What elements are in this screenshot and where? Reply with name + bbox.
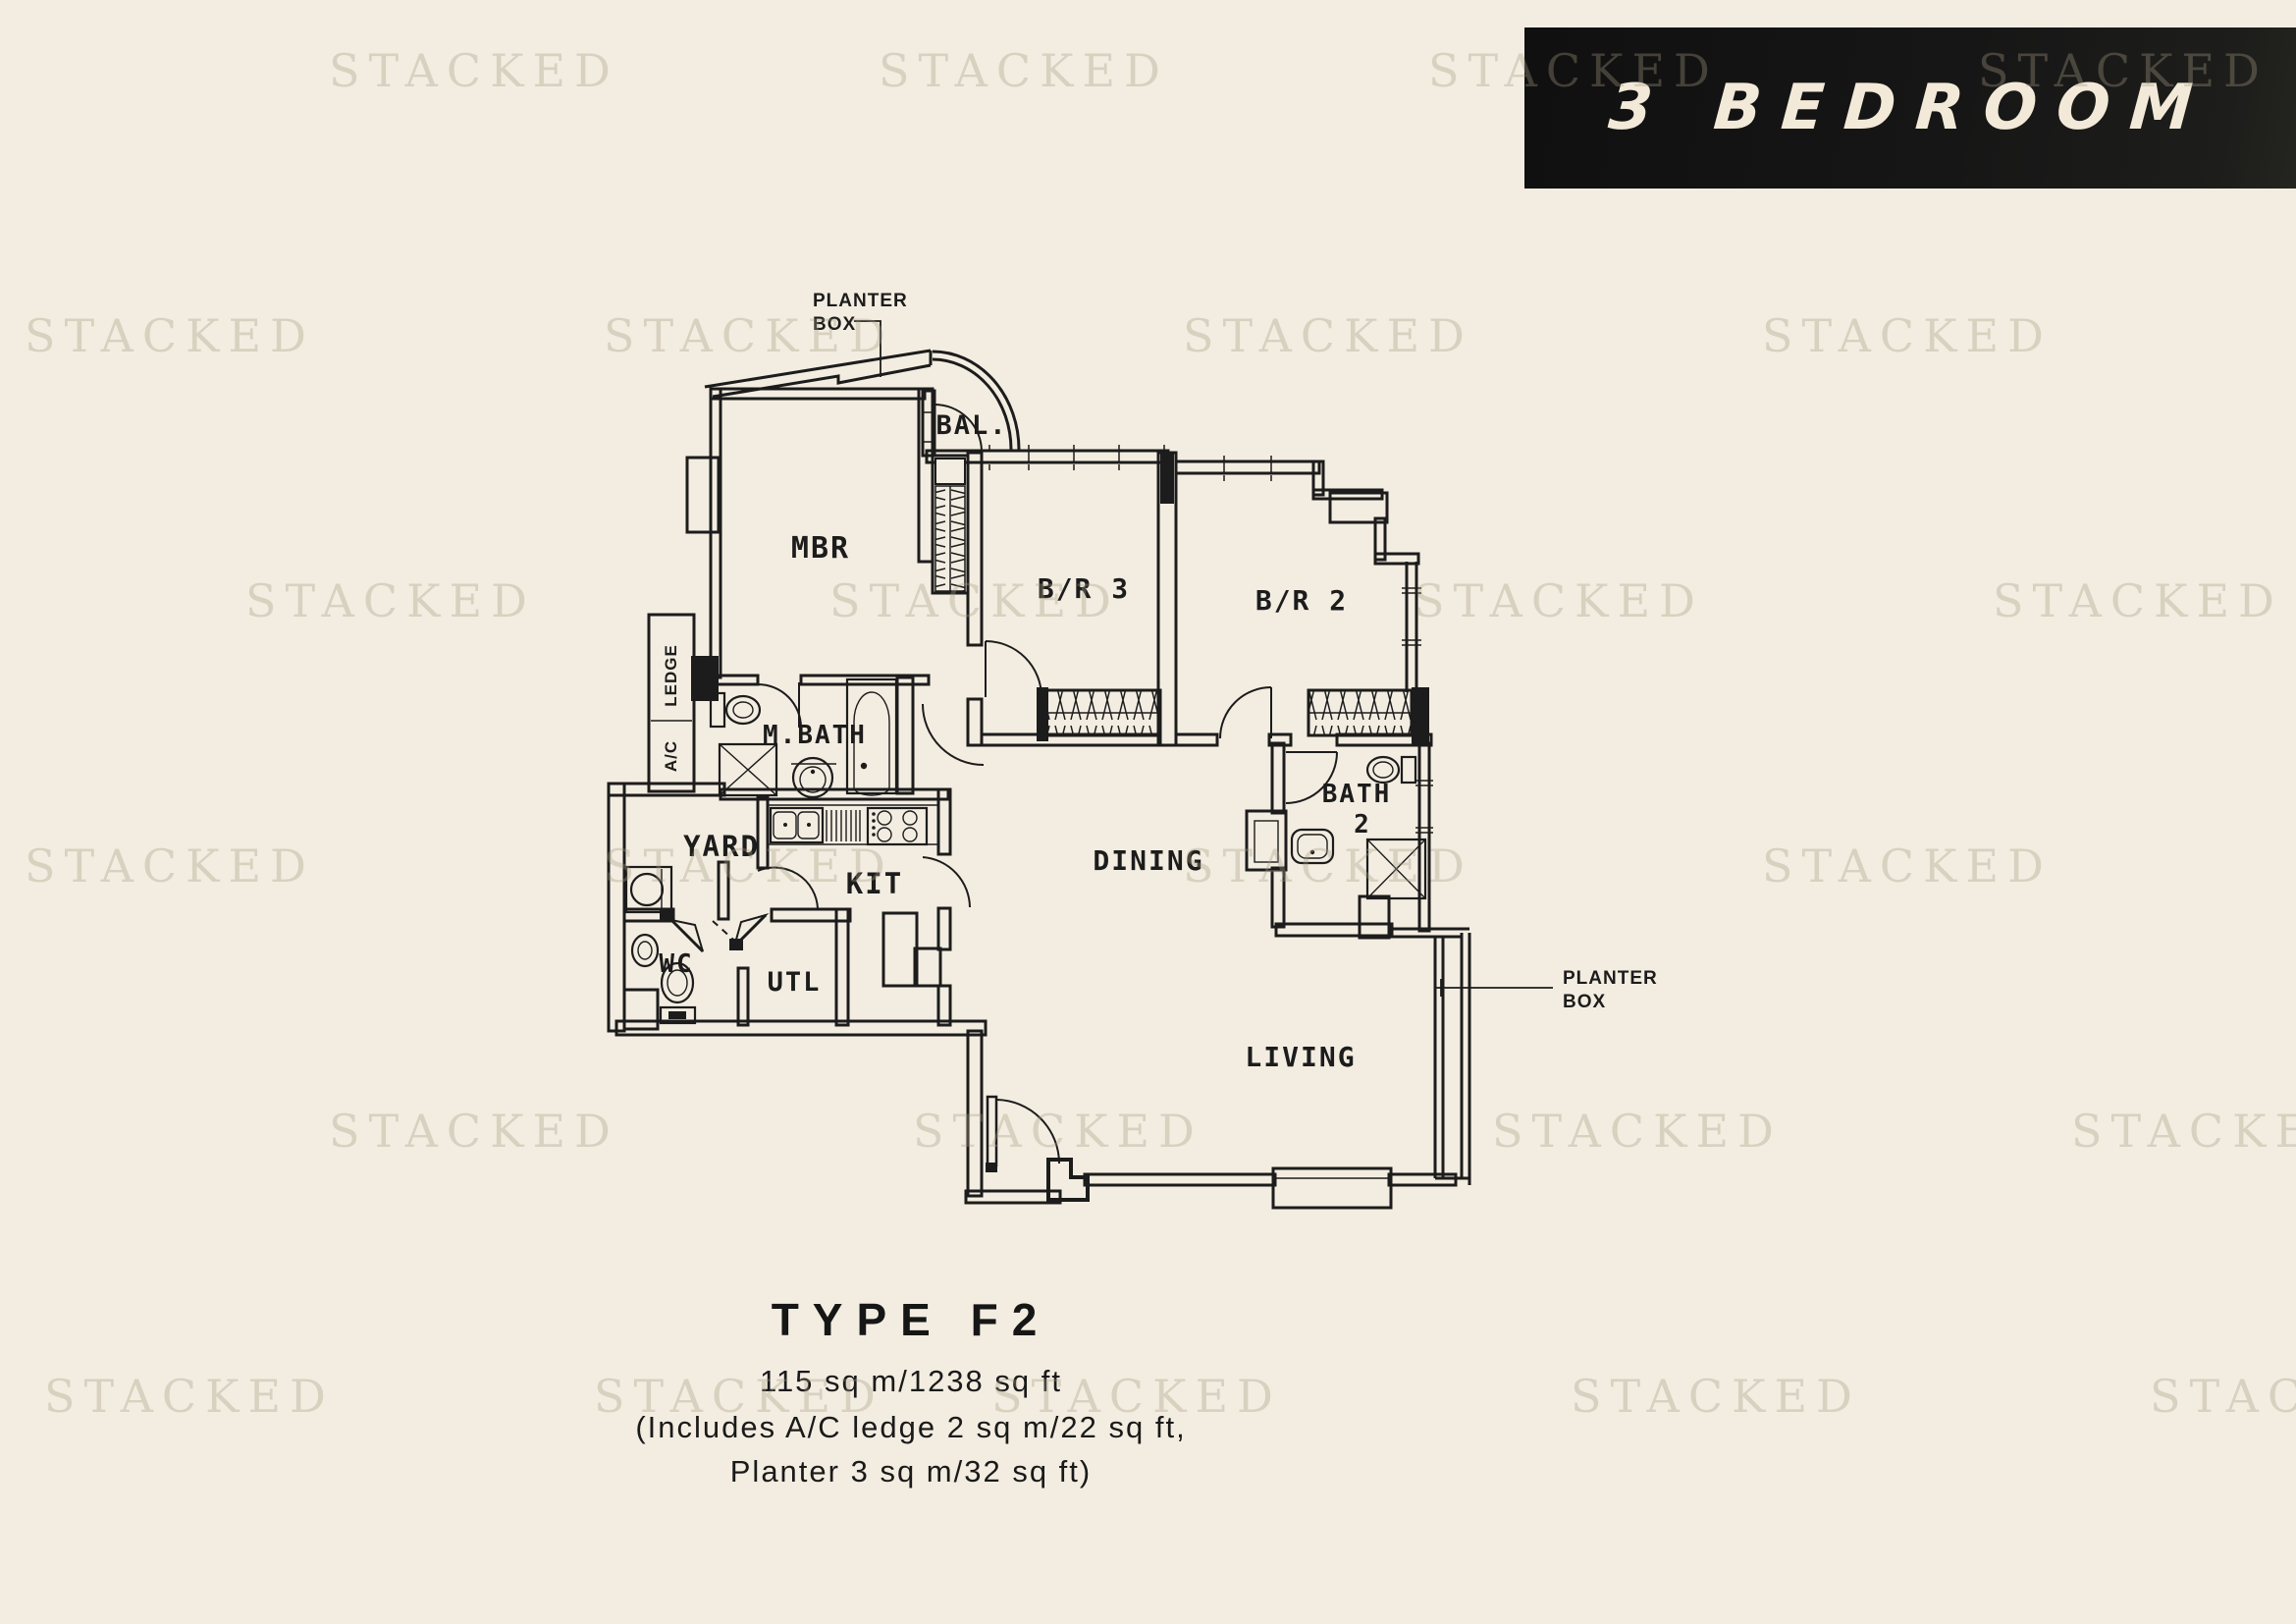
hob-icon	[866, 806, 929, 846]
basin-mbath-icon	[791, 756, 836, 799]
label-bal: BAL.	[935, 410, 1007, 441]
bathtub-icon	[845, 677, 898, 796]
room-labels: MBR BAL. B/R 3 B/R 2 M.BATH BATH 2 YARD …	[659, 410, 1392, 1073]
label-ledge: LEDGE	[662, 644, 680, 707]
label-mbath: M.BATH	[763, 721, 867, 750]
toilet-bath2-icon	[1365, 755, 1417, 785]
plan-type-title: TYPE F2	[772, 1294, 1051, 1345]
label-ac: A/C	[662, 740, 680, 772]
walls	[607, 349, 1471, 1210]
leader-lines	[854, 320, 1553, 997]
shower-mbath-icon	[718, 742, 778, 797]
label-utl: UTL	[768, 967, 822, 998]
wardrobes	[931, 454, 1429, 744]
doors	[660, 404, 1338, 1202]
footer: TYPE F2 115 sq m/1238 sq ft (Includes A/…	[635, 1294, 1186, 1489]
shower-bath2-icon	[1365, 838, 1427, 900]
label-wc: WC	[659, 949, 693, 979]
label-bath2-2: 2	[1354, 810, 1371, 839]
banner-title: 3 BEDROOM	[1606, 72, 2215, 144]
label-planter-top-2: BOX	[813, 314, 856, 335]
washing-machine-icon	[624, 865, 673, 914]
label-br3: B/R 3	[1038, 572, 1130, 605]
label-dining: DINING	[1093, 844, 1203, 877]
label-planter-right-1: PLANTER	[1563, 968, 1658, 989]
toilet-mbath-icon	[709, 691, 762, 729]
label-mbr: MBR	[791, 531, 850, 566]
label-yard: YARD	[683, 830, 760, 863]
wc-toilet-icon	[659, 961, 697, 1025]
plan-note-1: (Includes A/C ledge 2 sq m/22 sq ft,	[635, 1410, 1186, 1444]
annotations: PLANTER BOX PLANTER BOX LEDGE A/C	[662, 291, 1658, 1012]
windows	[685, 411, 1272, 534]
label-planter-top-1: PLANTER	[813, 291, 908, 311]
plan-note-2: Planter 3 sq m/32 sq ft)	[730, 1454, 1092, 1489]
label-planter-right-2: BOX	[1563, 992, 1606, 1012]
label-bath2-1: BATH	[1322, 780, 1392, 809]
basin-bath2-icon	[1290, 828, 1335, 865]
wc-sink-icon	[630, 933, 660, 968]
kitchen-counter	[768, 804, 938, 846]
label-kit: KIT	[846, 867, 903, 900]
label-br2: B/R 2	[1255, 584, 1348, 617]
bedroom-type-banner: 3 BEDROOM	[1524, 27, 2296, 189]
plan-area: 115 sq m/1238 sq ft	[760, 1364, 1062, 1398]
fixtures	[624, 677, 1427, 1025]
label-living: LIVING	[1245, 1041, 1356, 1073]
